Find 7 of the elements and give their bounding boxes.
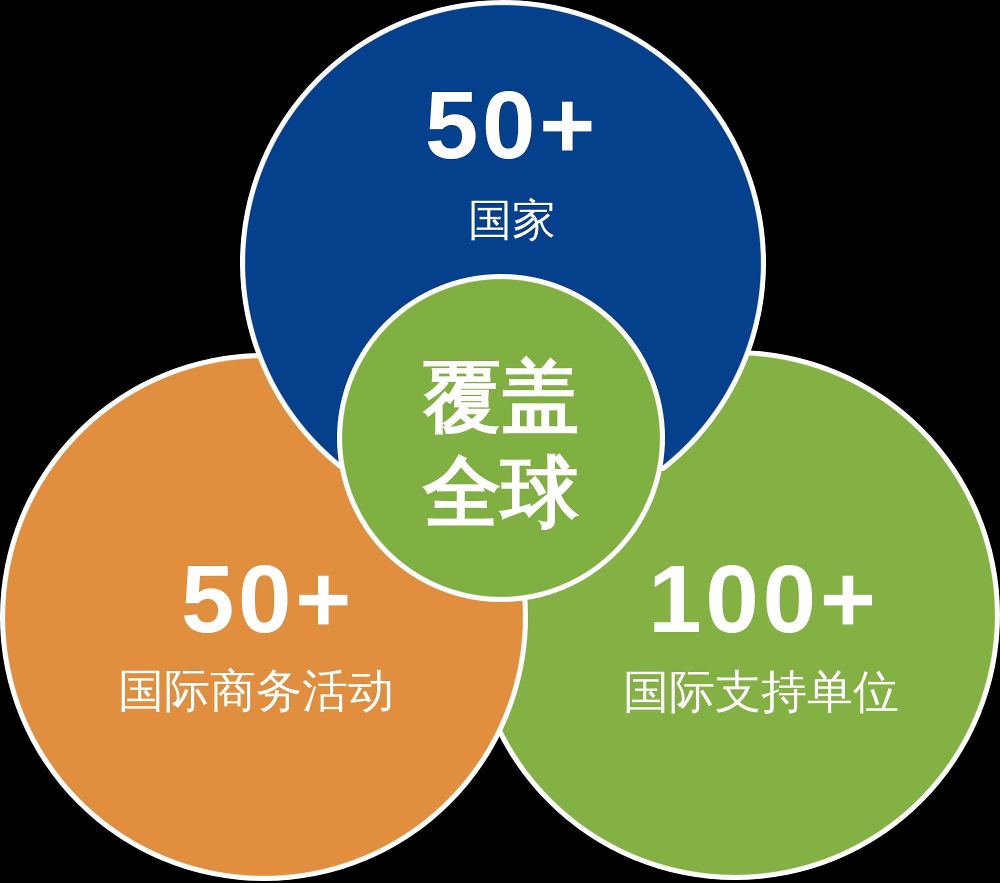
stat-label: 国际支持单位 [623,666,899,718]
stat-label: 国家 [468,196,556,246]
stat-value: 50+ [180,547,356,653]
stat-value: 50+ [424,73,600,179]
center-title: 覆盖全球 [423,352,579,540]
stat-label: 国际商务活动 [118,666,394,716]
stat-value: 100+ [648,547,880,653]
